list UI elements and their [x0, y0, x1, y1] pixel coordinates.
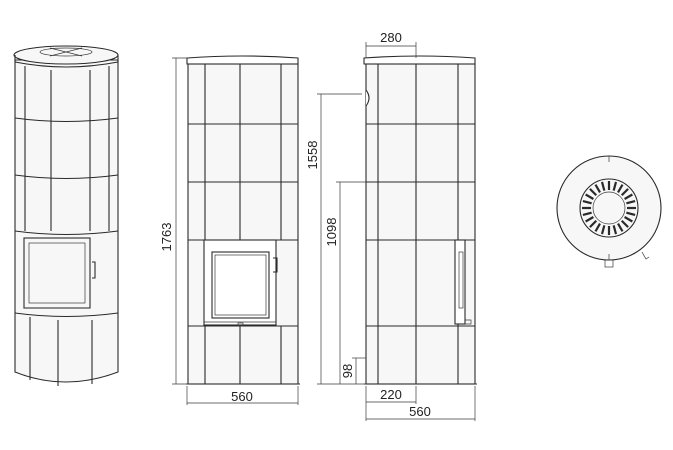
- dim-width-side: 560: [409, 404, 431, 419]
- side-view: [363, 55, 477, 385]
- grate-slot: [594, 184, 601, 193]
- grate-slot: [626, 199, 636, 205]
- grate-slot: [589, 219, 598, 228]
- dim-height-total: 1763: [159, 223, 174, 252]
- grate-slot: [626, 211, 636, 217]
- grate-slot: [620, 188, 629, 197]
- grate-slot: [582, 199, 592, 205]
- grate-slot: [594, 223, 601, 232]
- front-view: [186, 55, 300, 385]
- dim-width-front: 560: [231, 389, 253, 404]
- dim-depth-offset: 220: [380, 387, 402, 402]
- perspective-view: [13, 45, 119, 386]
- dim-base-height: 98: [340, 364, 355, 378]
- grate-slot: [620, 219, 629, 228]
- grate-slot: [617, 184, 624, 193]
- grate-slot: [589, 188, 598, 197]
- top-view: [556, 155, 662, 268]
- grate-slot: [612, 181, 618, 191]
- grate-slot: [612, 225, 618, 235]
- dim-height-door: 1098: [324, 218, 339, 247]
- grate-slot: [585, 216, 594, 223]
- grate-slot: [624, 193, 633, 200]
- top-grate: [582, 181, 636, 235]
- dim-top-width: 280: [380, 30, 402, 45]
- grate-slot: [600, 181, 606, 191]
- dimension-labels: 280 1763 1558 1098 98 560 220 560: [159, 30, 431, 419]
- grate-slot: [600, 225, 606, 235]
- grate-slot: [617, 223, 624, 232]
- grate-slot: [585, 193, 594, 200]
- dim-height-mid: 1558: [305, 141, 320, 170]
- dimension-lines: [172, 42, 476, 421]
- grate-slot: [624, 216, 633, 223]
- grate-slot: [582, 211, 592, 217]
